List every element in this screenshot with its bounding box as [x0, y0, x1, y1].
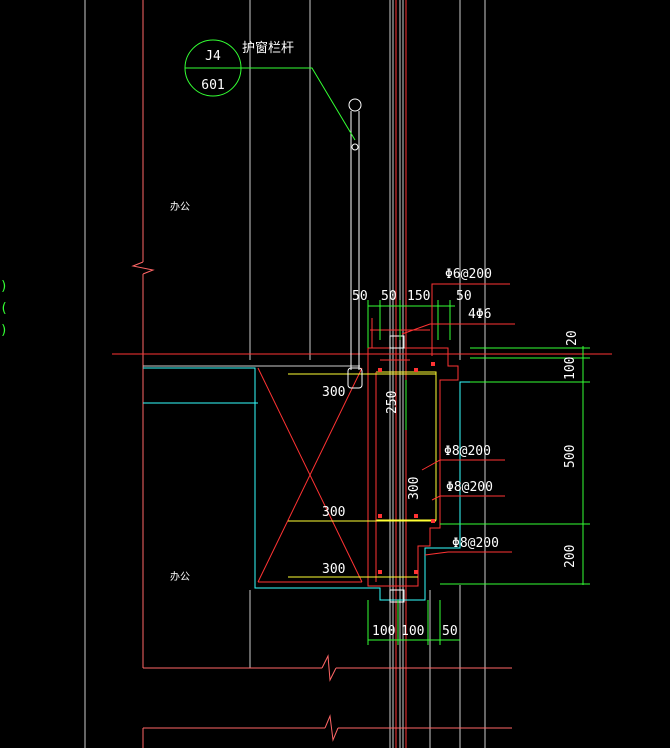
rebar-label-mid1: Φ8@200 — [444, 444, 491, 459]
detail-callout: J4 601 护窗栏杆 — [184, 39, 356, 141]
left-mark-1: ) — [0, 279, 8, 294]
dim-right-4: 200 — [563, 545, 578, 568]
right-dimensions — [440, 346, 590, 585]
callout-top: J4 — [205, 49, 221, 64]
rebar-annotations: Φ6@200 4Φ6 Φ8@200 Φ8@200 Φ8@200 — [401, 267, 515, 556]
floor-level-line — [112, 353, 612, 367]
dim-inner-300-a: 300 — [322, 385, 345, 400]
dim-top-3: 150 — [407, 289, 430, 304]
left-mark-2: ( — [0, 301, 8, 316]
dim-inner-250: 250 — [385, 391, 400, 414]
beam-section — [367, 347, 459, 587]
dim-top-1: 50 — [352, 289, 368, 304]
rebar-label-4phi6: 4Φ6 — [468, 307, 491, 322]
dim-inner-300-b: 300 — [322, 505, 345, 520]
top-dimensions: 50 50 150 50 — [352, 289, 472, 348]
dim-right-1: 20 — [565, 330, 580, 346]
dim-bottom-3: 50 — [442, 624, 458, 639]
rebar-label-mid2: Φ8@200 — [446, 480, 493, 495]
slab-outline — [143, 367, 470, 601]
dim-right-2: 100 — [563, 357, 578, 380]
room-label-lower: 办公 — [170, 570, 190, 583]
room-label-upper: 办公 — [170, 200, 190, 213]
callout-label: 护窗栏杆 — [242, 40, 294, 56]
cross-brace — [257, 367, 363, 583]
left-edge-marks: ) ( ) — [0, 279, 8, 338]
dim-inner-300-c: 300 — [322, 562, 345, 577]
rebar-dots — [378, 362, 435, 574]
dim-bottom-1: 100 — [372, 624, 395, 639]
callout-bottom: 601 — [201, 78, 224, 93]
dim-right-3: 500 — [563, 445, 578, 468]
window-railing — [347, 98, 363, 389]
rebar-label-top: Φ6@200 — [445, 267, 492, 282]
dim-top-4: 50 — [456, 289, 472, 304]
left-mark-3: ) — [0, 323, 8, 338]
dim-top-2: 50 — [381, 289, 397, 304]
bottom-dimensions — [367, 600, 460, 645]
dim-inner-300-v: 300 — [407, 477, 422, 500]
dim-bottom-2: 100 — [401, 624, 424, 639]
rebar-label-bottom: Φ8@200 — [452, 536, 499, 551]
